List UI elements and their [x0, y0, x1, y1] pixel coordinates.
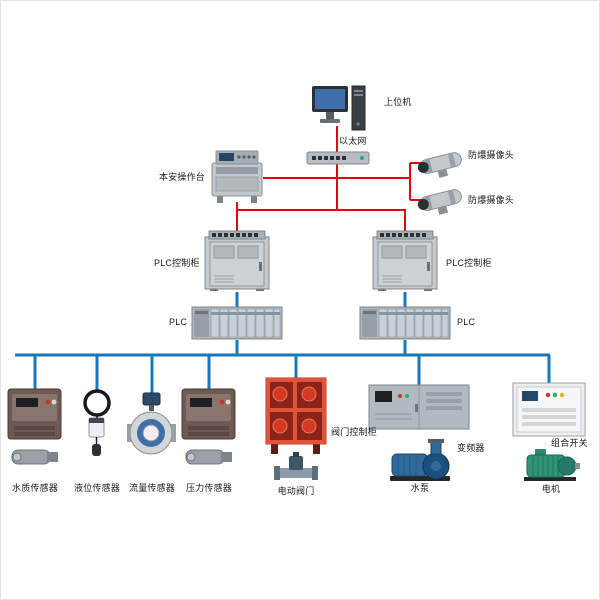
water-quality-sensor-icon: [7, 388, 62, 465]
plc-cabinet-left-label: PLC控制柜: [154, 258, 200, 268]
plc-cabinet-icon: [204, 230, 270, 291]
plc-rack-left: [191, 306, 283, 340]
host-computer: [310, 84, 368, 132]
inverter-icon: [368, 384, 470, 430]
valve-control-cabinet: [263, 376, 329, 456]
plc-cabinet-left: [204, 230, 270, 292]
ethernet-label: 以太网: [339, 136, 367, 146]
pressure-sensor: [181, 388, 237, 480]
inverter-cabinet: [368, 384, 470, 432]
plc-rack-icon: [191, 306, 283, 340]
water-pump: [388, 436, 452, 482]
console-label: 本安操作台: [159, 172, 206, 182]
plc-left-label: PLC: [169, 317, 188, 327]
plc-cabinet-icon: [372, 230, 438, 291]
ethernet-switch: [306, 151, 370, 165]
water-quality-sensor: [7, 388, 63, 480]
valve-control-cabinet-label: 阀门控制柜: [331, 427, 378, 437]
ethernet-switch-icon: [306, 151, 370, 165]
water-quality-sensor-label: 水质传感器: [11, 483, 59, 493]
inverter-label: 变频器: [457, 443, 485, 453]
plc-rack-right: [359, 306, 451, 340]
combination-switch-label: 组合开关: [551, 438, 588, 448]
host-computer-icon: [312, 85, 366, 131]
camera-icon: [417, 189, 462, 215]
water-pump-label: 水泵: [410, 483, 430, 493]
flow-sensor-label: 流量传感器: [128, 483, 176, 493]
electric-valve-icon: [274, 452, 318, 480]
plc-rack-icon: [359, 306, 451, 340]
flow-sensor-icon: [127, 392, 176, 455]
flow-sensor: [125, 392, 179, 456]
safe-operation-console: [210, 150, 264, 204]
valve-control-cabinet-icon: [265, 377, 327, 454]
camera-top-label: 防爆摄像头: [468, 150, 515, 160]
level-sensor: [73, 388, 121, 458]
camera-icon: [417, 152, 462, 178]
camera-bottom-label: 防爆摄像头: [468, 195, 515, 205]
explosion-proof-camera-bottom: [414, 183, 468, 219]
combination-switch-icon: [512, 382, 586, 437]
safe-operation-console-icon: [211, 150, 263, 203]
pressure-sensor-icon: [181, 388, 236, 465]
control-network-lines: [236, 126, 424, 231]
host-computer-label: 上位机: [384, 97, 412, 107]
explosion-proof-camera-top: [414, 146, 468, 182]
plc-cabinet-right-label: PLC控制柜: [446, 258, 492, 268]
pressure-sensor-label: 压力传感器: [185, 483, 233, 493]
motor-icon: [524, 449, 580, 481]
level-sensor-label: 液位传感器: [73, 483, 121, 493]
motor-label: 电机: [541, 484, 561, 494]
motor: [521, 448, 581, 482]
plc-cabinet-right: [372, 230, 438, 292]
water-pump-icon: [390, 439, 450, 481]
level-sensor-icon: [83, 389, 111, 456]
plc-right-label: PLC: [457, 317, 476, 327]
electric-valve: [272, 450, 320, 482]
combination-switch-cabinet: [512, 382, 586, 438]
electric-valve-label: 电动阀门: [277, 486, 315, 496]
